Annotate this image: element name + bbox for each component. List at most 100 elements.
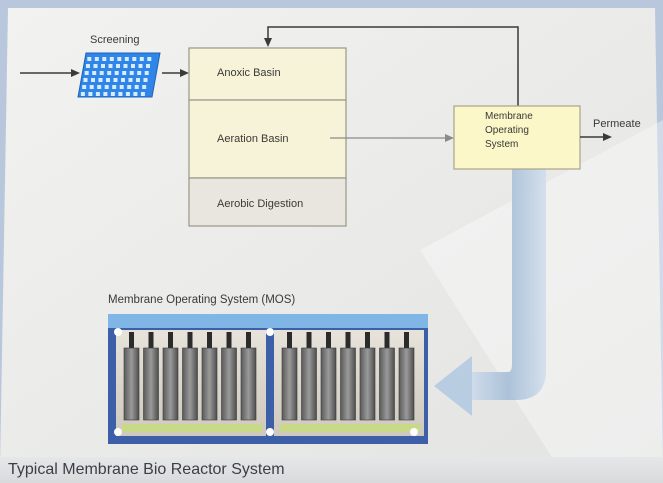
screening-label: Screening xyxy=(90,34,140,46)
tank-corner-dot xyxy=(266,428,274,436)
screen-cell xyxy=(88,92,93,96)
module-pipe xyxy=(226,332,232,348)
screen-cell xyxy=(95,92,100,96)
screen-cell xyxy=(91,78,95,82)
membrane-module xyxy=(221,347,237,421)
recycle-arrowhead xyxy=(264,38,272,47)
aeration-basin-label: Aeration Basin xyxy=(217,133,289,145)
tank-corner-dot xyxy=(410,428,418,436)
screen-cell xyxy=(84,71,89,75)
screen-cell xyxy=(107,71,112,75)
screen-cell xyxy=(122,71,127,75)
screen-cell xyxy=(103,92,108,96)
screen-cell xyxy=(138,64,143,68)
screen-cell xyxy=(114,71,119,75)
screening-grid-icon xyxy=(77,52,161,98)
screen-cell xyxy=(142,85,147,89)
screen-cell xyxy=(121,78,125,82)
caption-text: Typical Membrane Bio Reactor System xyxy=(8,461,285,478)
aeration-basin xyxy=(188,99,347,179)
aerobic-digestion xyxy=(188,177,347,227)
screen-cell xyxy=(127,85,132,89)
screen-cell xyxy=(136,78,140,82)
module-pipe xyxy=(187,332,193,348)
screen-cell xyxy=(93,64,98,68)
screen-cell xyxy=(92,71,97,75)
mos-section-title: Membrane Operating System (MOS) xyxy=(108,294,296,306)
screen-cell xyxy=(113,78,118,82)
screen-cell xyxy=(99,71,104,75)
membrane-module xyxy=(301,347,317,421)
return-arrowhead xyxy=(434,356,472,416)
membrane-module xyxy=(123,347,140,421)
screen-cell xyxy=(143,78,148,82)
screen-cell xyxy=(147,57,152,61)
mos-box-label: Membrane Operating System xyxy=(485,110,533,152)
screen-cell xyxy=(104,85,109,89)
membrane-module xyxy=(379,347,395,421)
module-pipe xyxy=(326,332,331,348)
screen-cell xyxy=(117,57,122,61)
screen-cell xyxy=(80,92,85,96)
aerobic-digestion-label: Aerobic Digestion xyxy=(217,198,304,210)
screen-cell xyxy=(89,85,94,89)
tank-right-base xyxy=(280,424,420,432)
screen-cell xyxy=(131,64,135,68)
mos-box-label-line: Operating xyxy=(485,125,529,136)
screen-cell xyxy=(139,57,144,61)
screen-cell xyxy=(129,71,134,75)
membrane-module xyxy=(340,347,356,421)
screen-cell xyxy=(106,78,110,82)
feed-arrowhead xyxy=(71,69,80,77)
aeration-to-mos-arrowhead xyxy=(445,134,454,142)
membrane-module xyxy=(162,347,179,421)
membrane-module xyxy=(240,347,257,421)
screen-to-basin-arrowhead xyxy=(180,69,189,77)
screen-cell xyxy=(140,92,145,96)
mos-tank-illustration xyxy=(108,314,428,444)
screen-cell xyxy=(124,57,129,61)
membrane-module xyxy=(201,347,218,421)
screen-cell xyxy=(109,57,114,61)
screen-cell xyxy=(118,92,123,96)
module-pipe xyxy=(287,332,292,348)
screen-cell xyxy=(98,78,103,82)
anoxic-basin xyxy=(188,47,347,101)
permeate-label: Permeate xyxy=(593,118,641,130)
mos-box-label-line: Membrane xyxy=(485,111,533,122)
screen-cell xyxy=(101,64,105,68)
mos-box-label-line: System xyxy=(485,139,519,150)
module-pipe xyxy=(345,332,351,348)
screen-cell xyxy=(108,64,113,68)
recycle-line xyxy=(267,26,519,106)
tank-water-top xyxy=(108,314,428,328)
screen-cell xyxy=(134,85,139,89)
screen-cell xyxy=(97,85,102,89)
module-pipe xyxy=(168,332,173,348)
screen-cell xyxy=(119,85,124,89)
tank-left-base xyxy=(122,424,262,432)
module-pipe xyxy=(129,332,134,348)
membrane-module xyxy=(143,347,159,421)
screen-cell xyxy=(144,71,149,75)
membrane-module xyxy=(398,347,415,421)
screen-cell xyxy=(112,85,117,89)
screen-cell xyxy=(116,64,120,68)
screen-cell xyxy=(132,57,137,61)
tank-corner-dot xyxy=(114,428,122,436)
module-pipe xyxy=(384,332,390,348)
tank-corner-dot xyxy=(266,328,274,336)
screen-cell xyxy=(102,57,107,61)
module-pipe xyxy=(365,332,370,348)
module-pipe xyxy=(148,332,154,348)
screen-cell xyxy=(128,78,133,82)
screen-cell xyxy=(123,64,128,68)
screen-cell xyxy=(82,85,87,89)
screen-cell xyxy=(86,64,90,68)
screen-cell xyxy=(110,92,115,96)
basin-stack xyxy=(188,47,347,227)
permeate-arrowhead xyxy=(603,133,612,141)
module-pipe xyxy=(404,332,409,348)
screen-cell xyxy=(125,92,130,96)
